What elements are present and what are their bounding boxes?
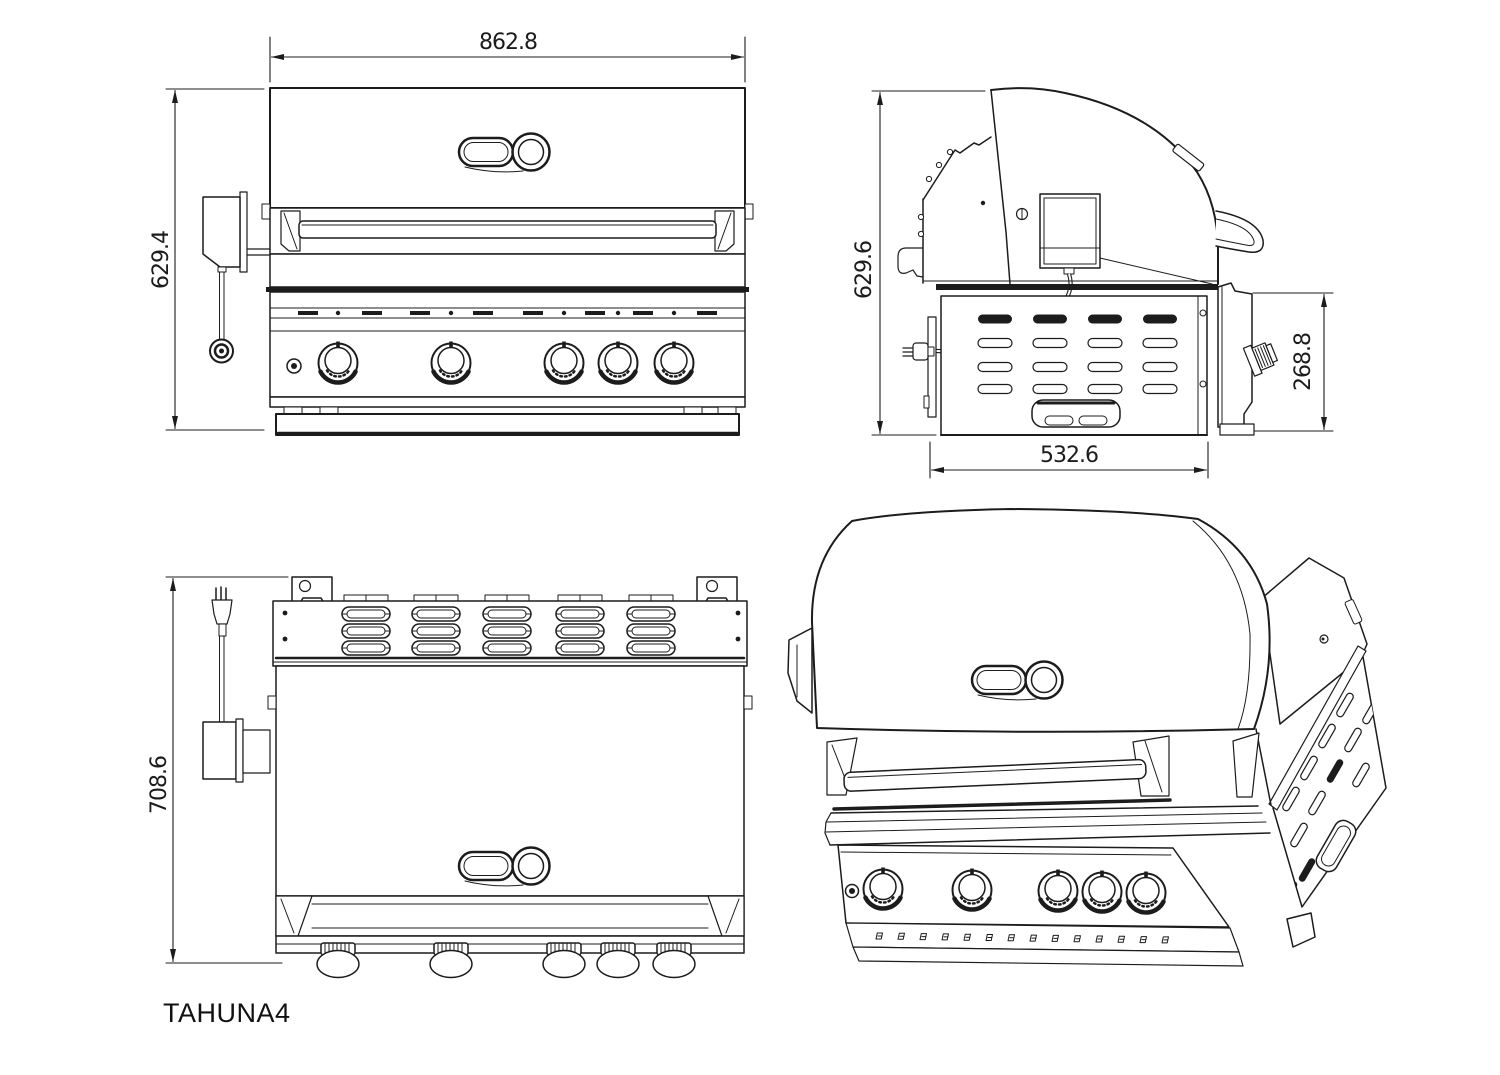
burner-knob-side [1242,342,1279,377]
side-panel-height-dimension: 268.8 [1249,292,1334,432]
control-panel-iso [837,844,1230,928]
model-label: TAHUNA4 [163,998,291,1028]
side-view: 629.6 268.8 532.6 [852,87,1334,479]
warming-strip [298,310,717,316]
rear-corner-panel-iso [1261,557,1368,725]
hinge-tab-right [744,203,754,220]
side-panel-height-value: 268.8 [1291,333,1316,391]
hinge-tab-left [261,203,271,220]
isometric-view [787,508,1387,967]
burner-knob-back [652,942,696,979]
hood-handle [269,207,746,255]
front-height-value: 629.4 [149,231,174,289]
mount-bracket-right [696,576,738,604]
firebox-back-side [897,136,992,284]
bottom-trim-iso [845,922,1244,967]
burner-knob-back [596,942,640,979]
hood-handle-side [1215,210,1264,253]
hood-handle-iso [826,732,1260,811]
mount-bracket-left [291,576,333,604]
lid-gauge-emblem-iso [970,660,1064,702]
front-height-dimension: 629.4 [149,88,265,431]
side-depth-value: 532.6 [1040,443,1098,468]
hood-hinge-latch [1172,143,1205,172]
control-panel-front [269,291,746,398]
control-panel-side [1217,282,1279,436]
molding-iso [824,805,1271,846]
base-front [269,396,746,436]
burner-knob-back [316,942,360,979]
panel-foot-iso [1286,912,1316,948]
rotisserie-motor-back [202,586,271,783]
mount-hook [897,247,924,278]
side-height-value: 629.6 [852,241,877,299]
panel-handle-cutout [1315,819,1357,873]
rotisserie-motor-front [202,191,271,364]
front-view: 862.8 629.4 [149,30,754,436]
hood-lower-front [269,253,746,288]
handle-band-back [275,895,745,937]
power-plug-prongs [215,586,227,601]
louver-panel-back [272,594,748,667]
back-height-dimension: 708.6 [147,576,289,964]
body-side [902,280,1219,436]
back-view: 708.6 [147,576,753,979]
lid-gauge-emblem [457,132,551,174]
burner-knob-back [429,942,473,979]
front-width-dimension: 862.8 [269,30,746,83]
back-height-value: 708.6 [147,756,172,814]
burner-knob-back [542,942,586,979]
hood-iso [810,508,1272,806]
power-plug-side [902,342,935,361]
left-bracket-iso [787,627,813,714]
side-vent-panel-iso [1268,645,1387,948]
lid-gauge-emblem-back [457,846,551,888]
grease-tray-handle [1031,399,1121,428]
side-height-dimension: 629.6 [852,90,986,436]
front-width-value: 862.8 [479,30,537,55]
hood-side [980,87,1219,285]
bowl-rim-front [266,287,749,292]
side-depth-dimension: 532.6 [929,441,1209,479]
